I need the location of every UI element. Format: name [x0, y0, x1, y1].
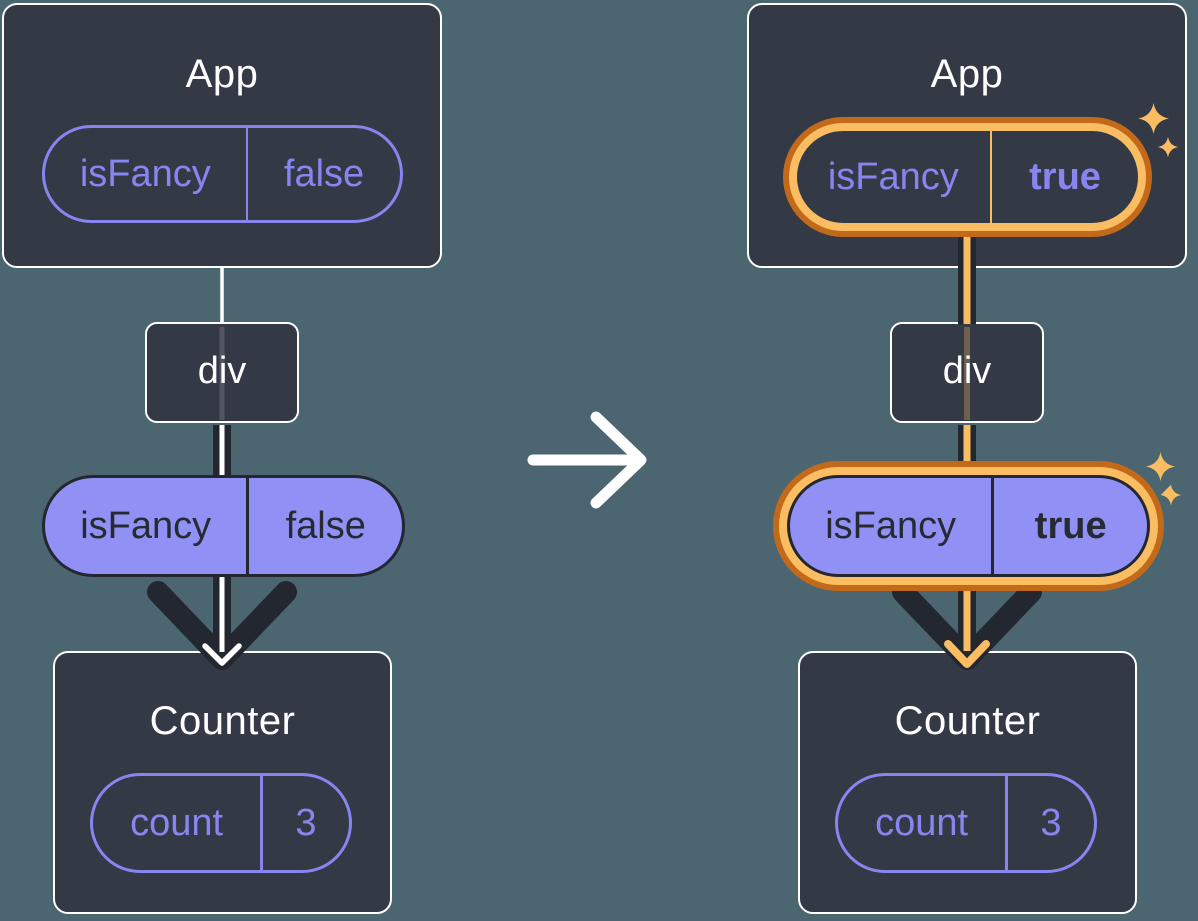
- prop-value: false: [285, 504, 366, 547]
- counter-title: Counter: [894, 699, 1041, 743]
- prop-arrow-head-icon: [147, 581, 297, 670]
- prop-value: false: [283, 152, 365, 195]
- pill-divider: [245, 128, 249, 220]
- app-title: App: [185, 52, 259, 96]
- pill-divider: [991, 478, 995, 574]
- transition-arrow-icon: [527, 411, 647, 509]
- prop-name: isFancy: [80, 504, 212, 547]
- sparkle-icon: [1160, 484, 1182, 506]
- passed-prop-pill: isFancy false: [42, 475, 405, 577]
- sparkle-icon: [1145, 451, 1176, 482]
- div-label: div: [942, 350, 992, 392]
- tree-before: App isFancy false div isFancy false Coun…: [0, 0, 460, 921]
- counter-state-pill: count 3: [90, 773, 352, 873]
- tree-after: App isFancy true div isFancy true: [745, 0, 1198, 921]
- prop-name: isFancy: [79, 152, 211, 195]
- div-label: div: [197, 350, 247, 392]
- prop-value: true: [1034, 504, 1107, 547]
- prop-value: true: [1029, 155, 1101, 198]
- pill-divider: [989, 131, 993, 223]
- arrow-head: [590, 411, 647, 509]
- prop-name: isFancy: [825, 504, 957, 547]
- prop-arrow-head-icon: [892, 581, 1042, 670]
- pill-divider: [1005, 776, 1008, 870]
- pill-divider: [246, 478, 250, 574]
- app-prop-pill-highlighted: isFancy true: [789, 123, 1146, 231]
- prop-name: isFancy: [827, 155, 959, 198]
- state-value: 3: [295, 801, 317, 844]
- state-name: count: [875, 801, 969, 844]
- state-name: count: [130, 801, 224, 844]
- counter-title: Counter: [149, 699, 296, 743]
- passed-prop-pill-highlighted: isFancy true: [787, 475, 1150, 577]
- state-value: 3: [1040, 801, 1062, 844]
- counter-state-pill: count 3: [835, 773, 1097, 873]
- app-prop-pill: isFancy false: [42, 125, 403, 223]
- pill-divider: [260, 776, 263, 870]
- app-title: App: [930, 52, 1004, 96]
